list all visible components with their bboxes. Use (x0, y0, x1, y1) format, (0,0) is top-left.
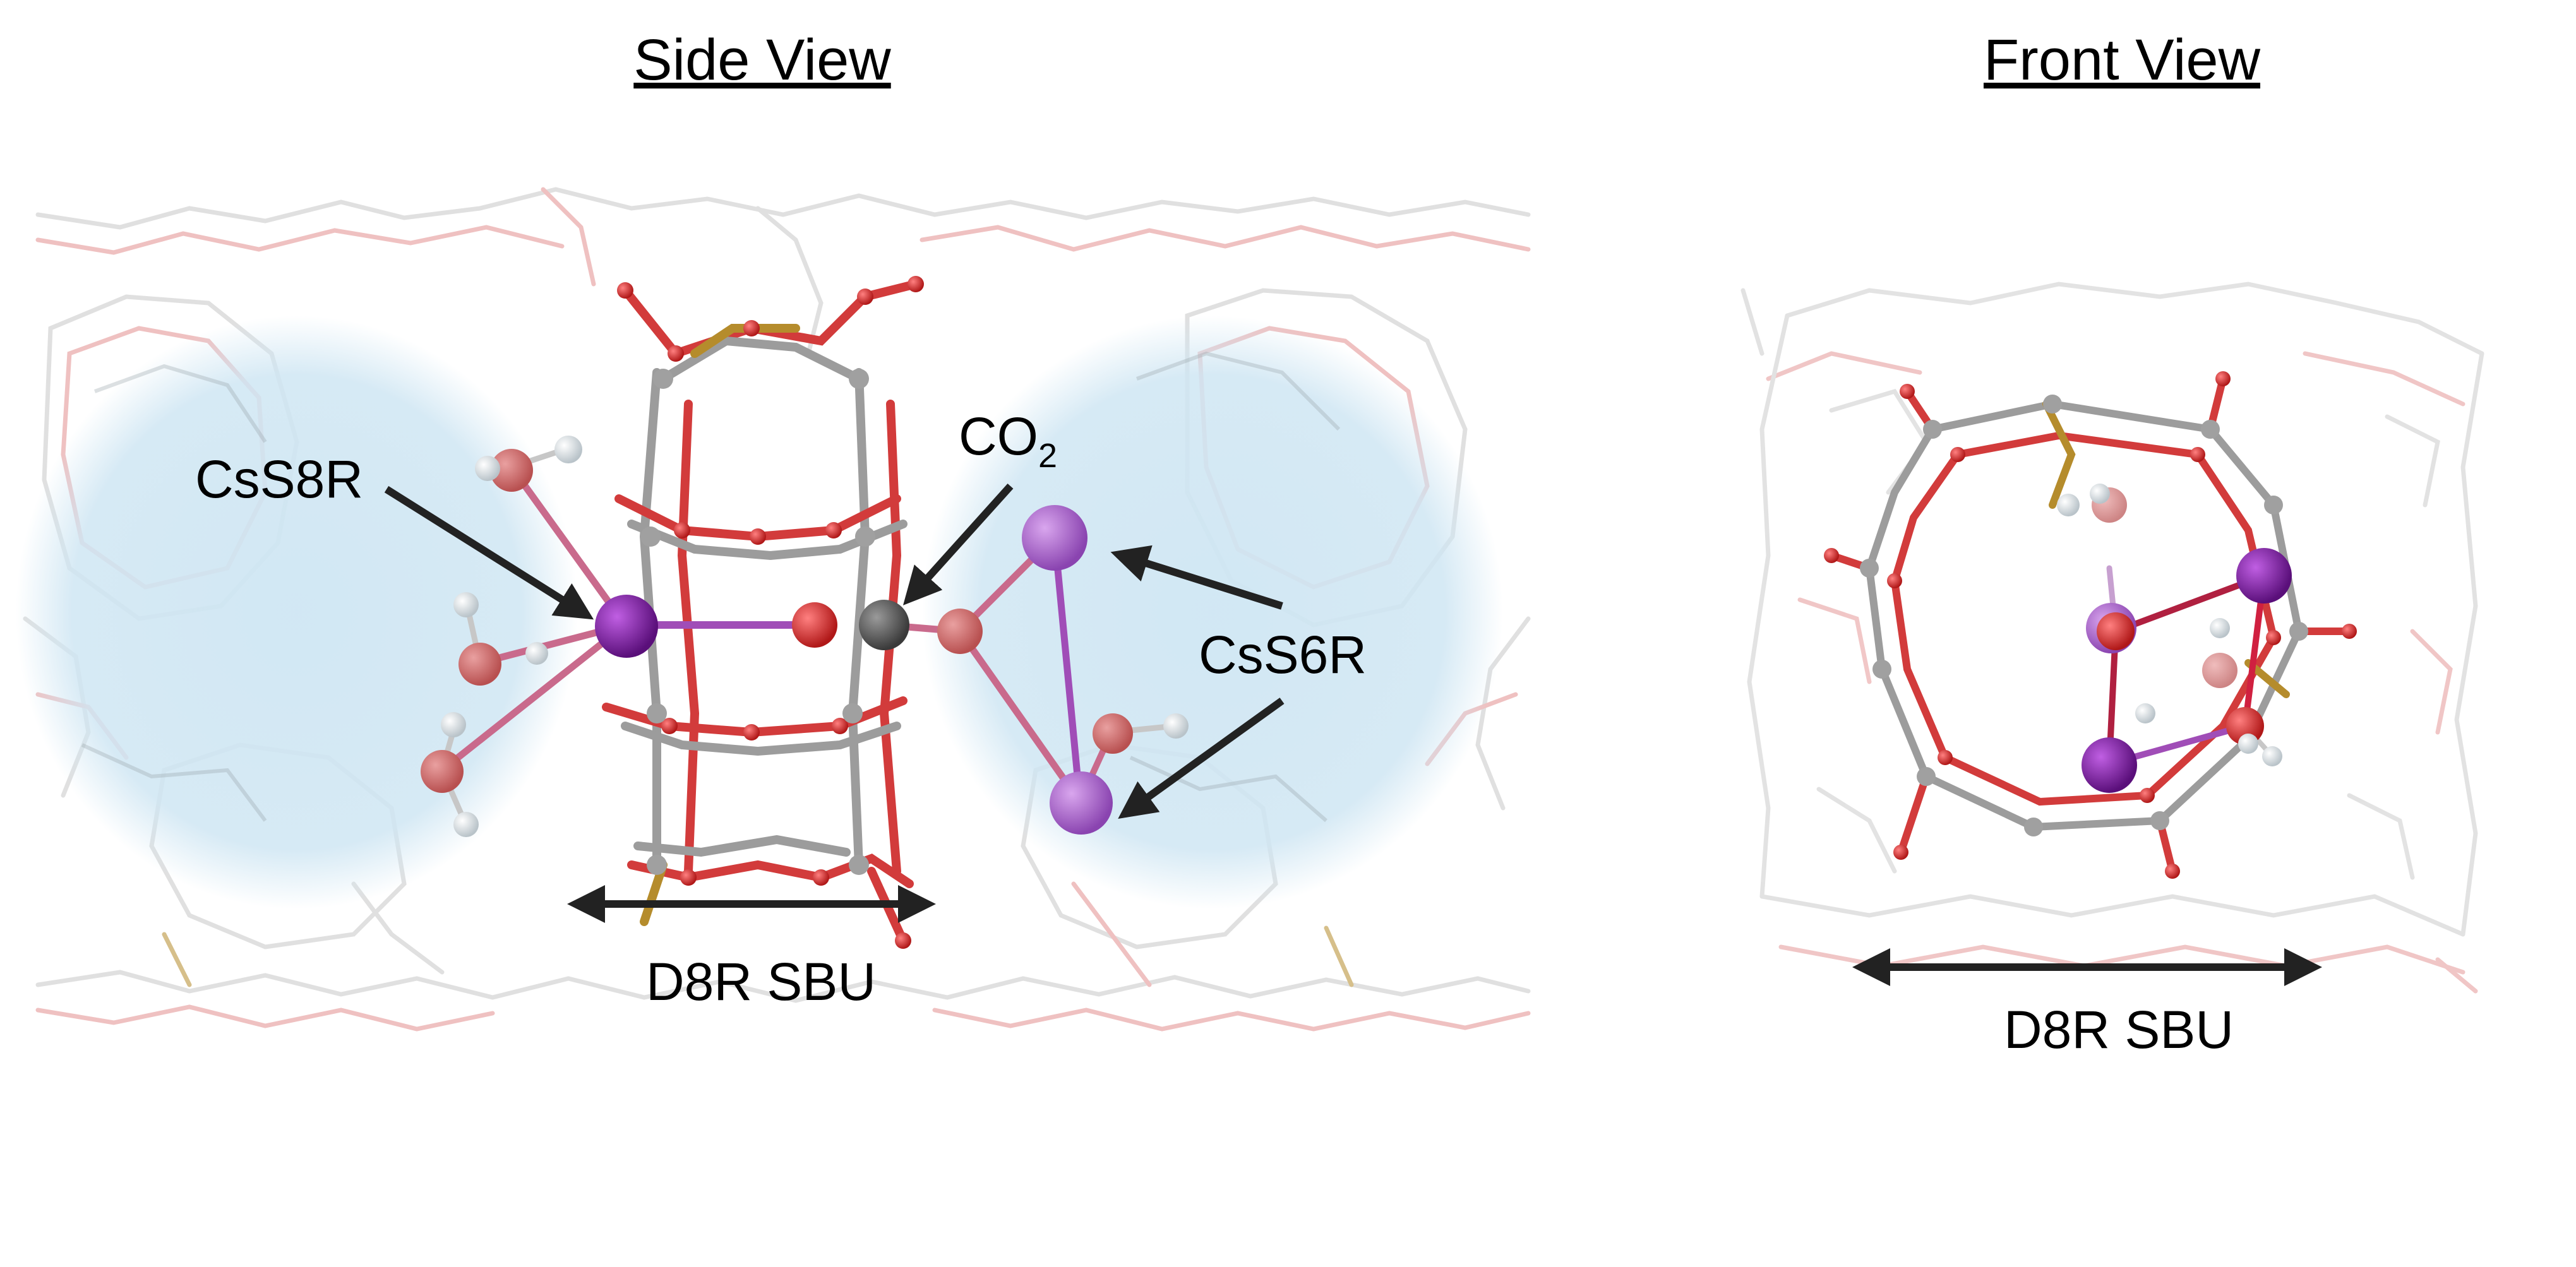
water-hydrogen (453, 812, 479, 837)
side-framework-overlay (81, 351, 1341, 823)
water-hydrogen (1163, 713, 1189, 739)
front-view-panel: Front View D8R SBU (1740, 28, 2484, 1059)
water-oxygen (2202, 653, 2238, 688)
cesium-atom-front-2 (2236, 548, 2292, 604)
co2-arrow (902, 483, 1014, 605)
co2-label-main: CO (959, 407, 1038, 466)
side-annotation-arrows (384, 483, 1285, 923)
front-d8r-sbu-label: D8R SBU (2004, 1000, 2234, 1059)
water-oxygen (421, 750, 464, 793)
co2-carbon (859, 600, 909, 650)
cesium-atom-front-3 (2082, 737, 2137, 793)
co2-oxygen-2 (937, 609, 983, 654)
co2-label: CO2 (959, 407, 1057, 475)
water-hydrogen (525, 642, 548, 665)
front-ring-atoms (1824, 371, 2357, 879)
side-d8r-sbu-label: D8R SBU (646, 952, 876, 1011)
hydrogen-front (2262, 746, 2282, 766)
cesium-s8r-atom (595, 595, 658, 658)
cesium-s6r-atom-lower (1050, 771, 1113, 835)
water-oxygen (1093, 713, 1133, 754)
water-hydrogen (2090, 484, 2110, 504)
cs-s6r-arrow-upper (1110, 545, 1283, 610)
front-view-title: Front View (1984, 28, 2261, 92)
water-hydrogen (453, 592, 479, 617)
co2-oxygen-1 (792, 602, 837, 648)
water-oxygen (458, 643, 501, 686)
co2-oxygen-front-2 (2226, 707, 2264, 745)
co2-label-subscript: 2 (1038, 437, 1057, 475)
water-hydrogen (2210, 618, 2230, 638)
cs-s8r-arrow (384, 485, 594, 620)
right-cage-highlight (922, 316, 1503, 909)
cs-s6r-label: CsS6R (1199, 625, 1367, 684)
water-hydrogen (554, 436, 582, 463)
hydrogen-front (2238, 734, 2258, 754)
cs-s6r-arrow-lower (1118, 698, 1285, 819)
water-hydrogen (2057, 494, 2080, 516)
water-hydrogen (441, 712, 466, 737)
water-hydrogen (475, 456, 500, 481)
side-view-title: Side View (633, 28, 891, 92)
left-cage-highlight (16, 316, 578, 909)
water-hydrogen (2135, 703, 2155, 723)
side-view-panel: Side View CsS8R CO2 CsS6R D8R SBU (16, 28, 1531, 1032)
side-cage-atoms (617, 276, 924, 949)
cesium-s6r-atom-upper (1022, 505, 1087, 571)
cs-s8r-label: CsS8R (195, 449, 363, 509)
side-adsorbate-atoms (421, 436, 1189, 837)
co2-oxygen-front (2097, 612, 2135, 650)
front-adsorbate-atoms (2057, 484, 2292, 793)
water-oxygen (490, 449, 533, 492)
